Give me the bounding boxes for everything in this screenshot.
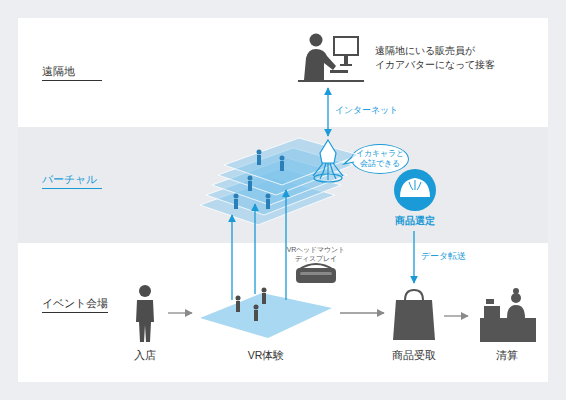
figure-body bbox=[248, 181, 252, 191]
visitor-illustration bbox=[136, 285, 154, 342]
person-body bbox=[507, 305, 525, 318]
monitor-screen bbox=[335, 38, 357, 54]
bag-handle bbox=[405, 290, 423, 300]
squid-tentacle bbox=[320, 163, 326, 179]
node-text: VR体験 bbox=[226, 349, 306, 363]
node-text: バーチャル bbox=[42, 172, 102, 189]
flow-arrow bbox=[168, 312, 192, 313]
hair-bun bbox=[513, 288, 519, 294]
figure-body bbox=[254, 310, 258, 321]
up-arrow bbox=[231, 215, 232, 300]
cashier-illustration bbox=[480, 288, 536, 342]
person-head bbox=[139, 285, 151, 297]
register bbox=[484, 306, 500, 318]
vr-experience-node: VR体験 bbox=[200, 290, 332, 336]
figure-head bbox=[248, 176, 253, 181]
salesperson-node: 遠隔地にいる販売員が イカアバターになって接客 bbox=[300, 28, 362, 86]
bun-icon bbox=[394, 169, 436, 211]
virtual-layers bbox=[200, 138, 359, 225]
vr-headset-icon bbox=[296, 264, 336, 283]
register-display bbox=[486, 299, 494, 304]
virtual-layer bbox=[206, 168, 341, 215]
desk bbox=[298, 80, 364, 82]
up-arrow bbox=[254, 204, 255, 294]
vr-up-arrows bbox=[232, 190, 286, 300]
figure-body bbox=[236, 301, 240, 312]
vr-visitors bbox=[236, 288, 267, 322]
squid-mantle bbox=[320, 140, 336, 163]
person-head bbox=[310, 34, 323, 47]
figure-body bbox=[257, 155, 261, 165]
headset-body bbox=[296, 268, 336, 283]
virtual-figures bbox=[234, 150, 285, 210]
up-arrow bbox=[285, 190, 286, 300]
flow-arrow bbox=[340, 312, 384, 313]
vr-floor-plane bbox=[200, 293, 332, 338]
figure-body bbox=[266, 199, 270, 209]
virtual-layer bbox=[212, 158, 347, 205]
headset-strap bbox=[298, 264, 334, 270]
figure-head bbox=[280, 156, 285, 161]
flow-arrow bbox=[413, 231, 414, 283]
figure-head bbox=[257, 150, 262, 155]
figure-body bbox=[234, 199, 238, 209]
node-text: 遠隔地にいる販売員が イカアバターになって接客 bbox=[375, 44, 505, 72]
figure-head bbox=[236, 296, 241, 301]
figure-head bbox=[262, 288, 267, 293]
monitor-stand bbox=[344, 56, 348, 64]
bun-pleats bbox=[409, 180, 421, 190]
vr-floor bbox=[200, 190, 332, 338]
squid-tentacle bbox=[327, 163, 328, 180]
node-text: 商品受取 bbox=[379, 349, 449, 363]
squid-ring bbox=[314, 174, 342, 182]
figure-body bbox=[262, 293, 266, 304]
virtual-band: バーチャルイカキャラと 会話できる商品選定 bbox=[18, 127, 548, 243]
person-body bbox=[304, 49, 336, 80]
figure-body bbox=[280, 161, 284, 171]
flow-arrow bbox=[327, 88, 328, 136]
figure-head bbox=[254, 305, 259, 310]
person-body bbox=[136, 300, 154, 342]
keyboard bbox=[330, 70, 348, 73]
squid-tentacle bbox=[330, 163, 336, 179]
squid-tentacle bbox=[313, 163, 323, 176]
node-text: 入店 bbox=[110, 349, 180, 363]
venue-band: イベント会場入店VR体験商品受取清算 bbox=[18, 243, 548, 382]
flow-arrow bbox=[444, 315, 468, 316]
squid-avatar-node: イカキャラと 会話できる bbox=[313, 138, 343, 178]
entry-node: 入店 bbox=[130, 284, 160, 342]
bag-body bbox=[393, 300, 435, 340]
checkout-node: 清算 bbox=[476, 290, 538, 342]
node-text: イカキャラと 会話できる bbox=[351, 144, 409, 174]
person-head bbox=[511, 293, 521, 303]
virtual-layer bbox=[200, 178, 335, 225]
node-text: 商品選定 bbox=[380, 214, 450, 227]
figure-head bbox=[234, 194, 239, 199]
squid-tentacle bbox=[333, 163, 343, 176]
pickup-node: 商品受取 bbox=[392, 286, 436, 342]
shopping-bag bbox=[393, 290, 435, 340]
bun-shape bbox=[400, 178, 430, 197]
monitor-base bbox=[340, 64, 352, 66]
monitor bbox=[333, 36, 359, 56]
node-text: 清算 bbox=[472, 349, 542, 363]
product-select-node: 商品選定 bbox=[392, 168, 438, 228]
virtual-layer bbox=[224, 138, 359, 185]
bun-circle bbox=[394, 169, 436, 211]
location-band: 遠隔地 遠隔地にいる販売員が イカアバターになって接客 bbox=[18, 18, 548, 127]
bubble-tail bbox=[344, 157, 354, 164]
node-text: 遠隔地 bbox=[42, 64, 102, 81]
node-text: イベント会場 bbox=[42, 296, 108, 313]
virtual-layer bbox=[218, 148, 353, 195]
salesperson-illustration bbox=[298, 34, 364, 83]
squid-avatar bbox=[313, 140, 354, 182]
figure-head bbox=[266, 194, 271, 199]
headset-band bbox=[300, 272, 332, 275]
counter bbox=[480, 318, 536, 342]
